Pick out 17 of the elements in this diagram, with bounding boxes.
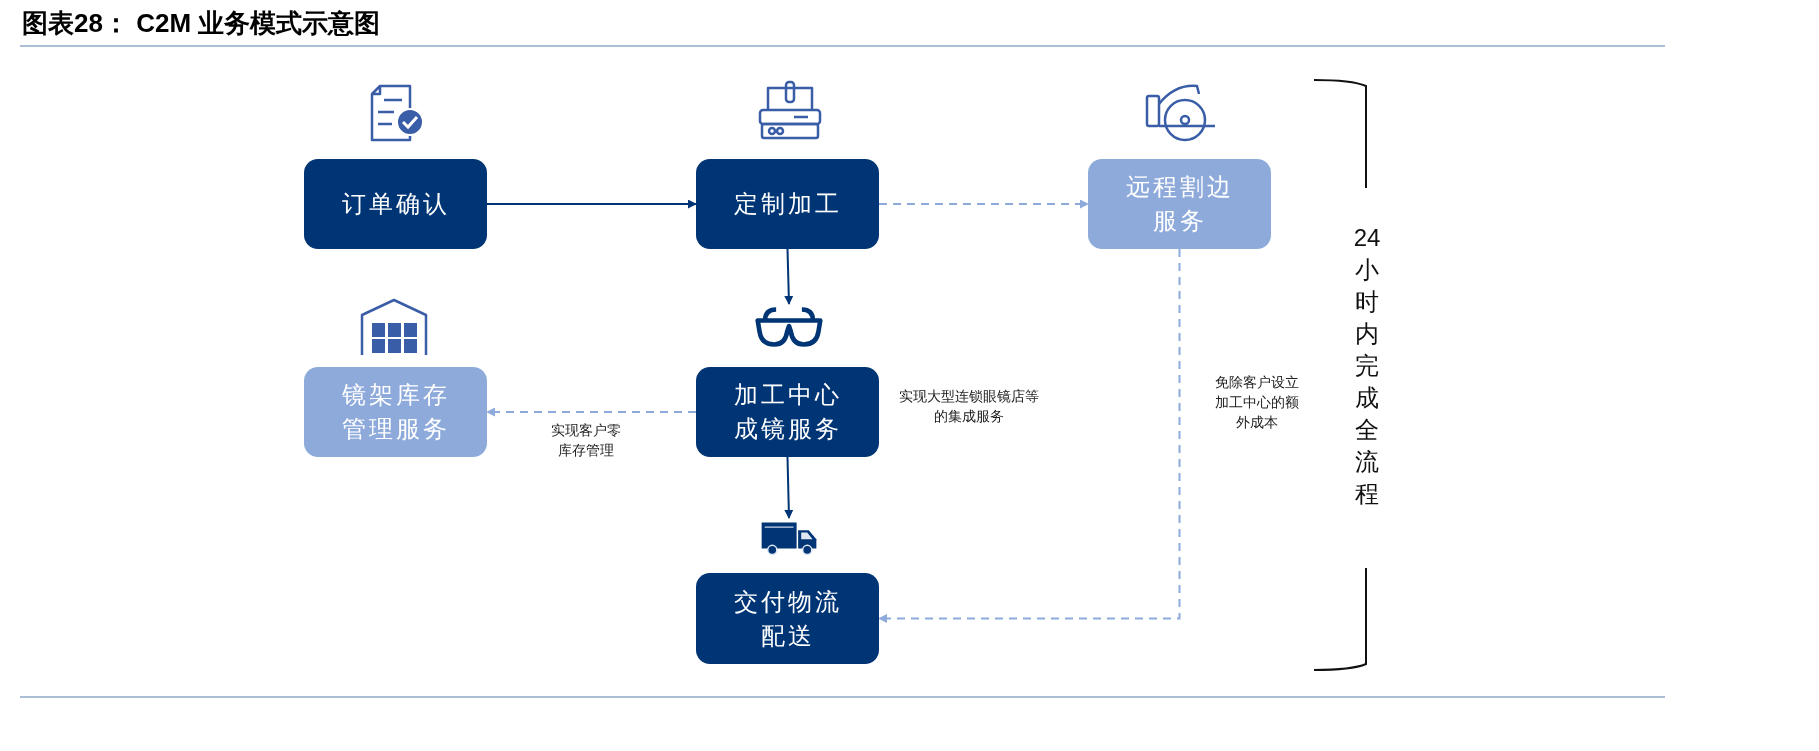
vertical-label: 24小时内完成全流程 <box>1352 223 1382 509</box>
process-box: 交付物流配送 <box>696 573 879 664</box>
title: 图表28： C2M 业务模式示意图 <box>22 7 381 40</box>
edge-label: 免除客户设立加工中心的额外成本 <box>1212 372 1302 432</box>
process-box: 订单确认 <box>304 159 487 249</box>
arrow <box>784 456 794 519</box>
process-box: 镜架库存管理服务 <box>304 367 487 457</box>
arrow <box>878 248 1181 623</box>
arrow <box>878 199 1089 209</box>
note-text: 实现大型连锁眼镜店等的集成服务 <box>898 387 1040 426</box>
arrow <box>486 407 697 417</box>
arrow <box>486 199 697 209</box>
process-box: 加工中心成镜服务 <box>696 367 879 457</box>
arrow <box>784 248 794 305</box>
process-box: 定制加工 <box>696 159 879 249</box>
edge-label: 实现客户零库存管理 <box>548 420 624 460</box>
process-box: 远程割边服务 <box>1088 159 1271 249</box>
